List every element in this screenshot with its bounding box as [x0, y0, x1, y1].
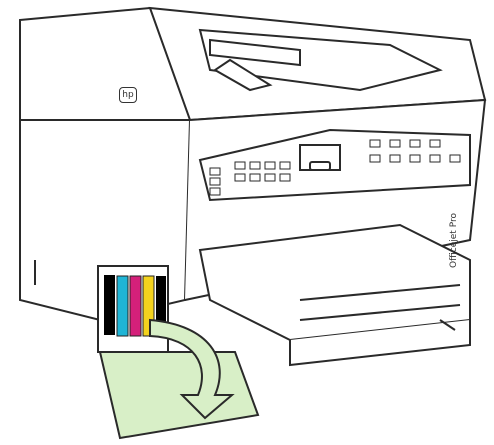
open-door-arrow — [149, 318, 235, 420]
control-panel — [198, 128, 471, 202]
model-label: Officejet Pro — [449, 213, 459, 268]
ink-door — [98, 351, 260, 440]
output-tray — [198, 223, 471, 367]
ink-bay — [97, 265, 169, 353]
paper-feeder — [198, 28, 443, 92]
hp-logo-icon: hp — [119, 87, 137, 103]
